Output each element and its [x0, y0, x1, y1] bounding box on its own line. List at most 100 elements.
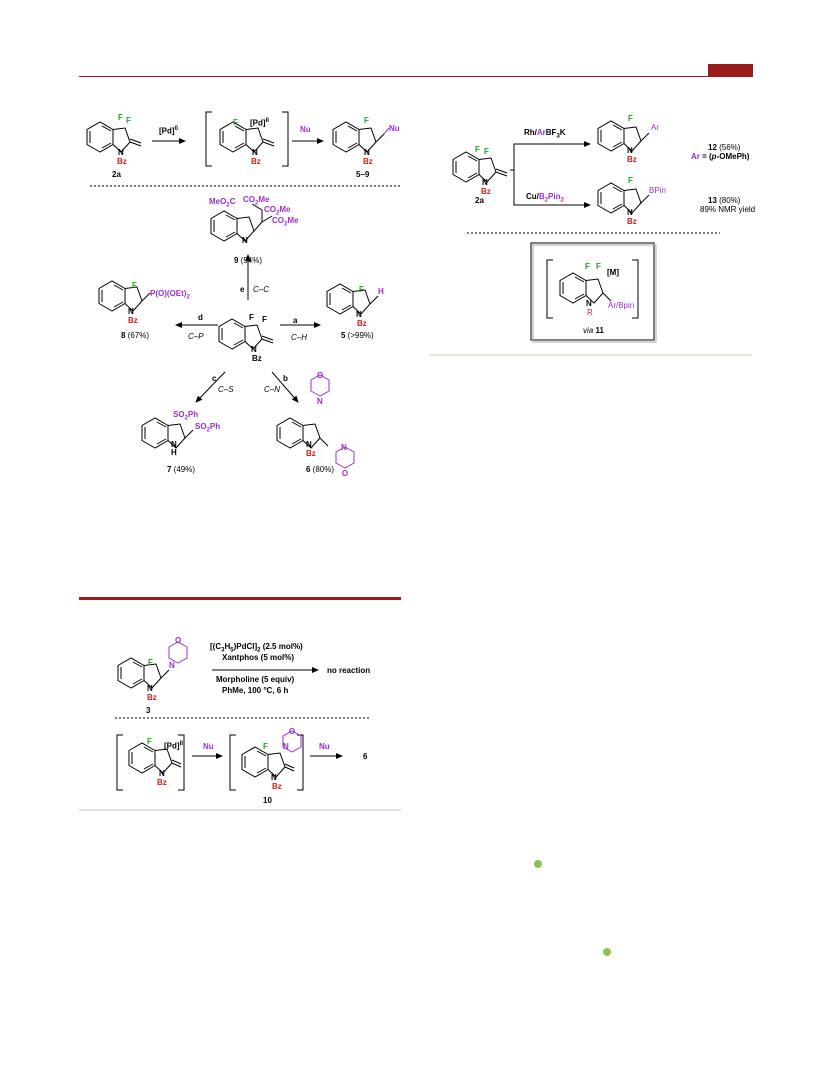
s3-int-pd: [Pd]II — [164, 741, 183, 751]
s4-product-13 — [597, 182, 650, 214]
s2-p6-bz: Bz — [306, 449, 316, 458]
s2-arrow-b-label: b — [283, 374, 288, 383]
s2-product-7 — [141, 417, 194, 449]
s1-n: N — [118, 148, 124, 157]
s1-f2: F — [126, 116, 131, 125]
s1-p-nu: Nu — [389, 124, 400, 133]
s3-cond-3: Morpholine (5 equiv) — [216, 675, 295, 684]
s3-cond-2: Xantphos (5 mol%) — [222, 653, 295, 662]
s2-arrow-b-bond: C–N — [264, 385, 281, 394]
s2-p8-f: F — [132, 281, 137, 290]
s2-p8-group: P(O)(OEt)2 — [150, 289, 190, 301]
s3-cond-4: PhMe, 100 °C, 6 h — [222, 686, 289, 695]
s1-int-bz: Bz — [251, 157, 261, 166]
s3-10-bz: Bz — [272, 782, 282, 791]
s4-11-f2: F — [596, 262, 601, 271]
s3-int-f: F — [147, 737, 152, 746]
s2-p9-co2me-2: CO2Me — [264, 205, 291, 217]
s4-11-m: [M] — [607, 268, 619, 277]
s2-p9-meo2c: MeO2C — [209, 197, 236, 209]
s2-p9-n: N — [242, 236, 248, 245]
s2-p8-bz: Bz — [128, 316, 138, 325]
s4-12-n: N — [627, 146, 633, 155]
s1-product-5-9 — [332, 121, 390, 153]
s3-3-bz: Bz — [147, 693, 157, 702]
s2-center-f2: F — [262, 315, 267, 324]
s1-int-n: N — [252, 148, 258, 157]
s3-10-morph-o: O — [289, 727, 296, 736]
s1-int-f: F — [233, 118, 238, 127]
s2-center-f1: F — [249, 313, 254, 322]
s3-nu2: Nu — [319, 742, 330, 751]
s3-10-n: N — [271, 773, 277, 782]
s2-p5-h: H — [378, 287, 384, 296]
s2-p5-caption: 5 (>99%) — [341, 331, 374, 340]
s3-int-bz: Bz — [157, 778, 167, 787]
s2-arrow-c-bond: C–S — [218, 385, 234, 394]
s2-p5-f: F — [359, 285, 364, 294]
s4-13-n: N — [627, 208, 633, 217]
s2-product-5 — [326, 283, 379, 315]
s4-13-f: F — [628, 176, 633, 185]
s2-product-8 — [98, 280, 151, 312]
s2-p7-n: N — [171, 440, 177, 449]
s1-reagent: [Pd]0 — [159, 126, 178, 136]
s2-arrow-d-bond: C–P — [188, 332, 204, 341]
s2-arrow-a-bond: C–H — [291, 333, 308, 342]
s2-p6-n1: N — [317, 397, 323, 406]
s3-top-rule — [79, 597, 401, 600]
s2-p6-caption: 6 (80%) — [306, 465, 335, 474]
s4-label-2a: 2a — [475, 196, 484, 205]
s2-p9-co2me-3: CO2Me — [272, 216, 299, 228]
s2-product-6 — [276, 374, 355, 469]
header-rule — [79, 76, 753, 77]
s4-13-caption: 13 (80%) — [708, 196, 741, 205]
s4-product-12 — [597, 120, 650, 152]
s2-p6-n2: N — [341, 443, 347, 452]
s3-label-10: 10 — [263, 796, 272, 805]
s4-top-reagent: Rh/ArBF3K — [524, 128, 566, 140]
s1-bracket-left — [205, 111, 289, 167]
s3-nu1: Nu — [203, 742, 214, 751]
s3-label-6: 6 — [363, 752, 368, 761]
s4-arrow-bot — [513, 170, 591, 208]
s2-arrow-b — [271, 371, 299, 403]
s3-substrate-3 — [117, 641, 188, 689]
s3-3-morph-o: O — [175, 636, 182, 645]
s4-11-f1: F — [585, 262, 590, 271]
s3-result: no reaction — [327, 666, 371, 675]
s3-3-morph-n: N — [169, 661, 175, 670]
s1-p-f: F — [364, 116, 369, 125]
s4-12-bz: Bz — [627, 155, 637, 164]
s3-int-n: N — [159, 769, 165, 778]
s2-p7-caption: 7 (49%) — [167, 465, 196, 474]
s2-arrow-a-label: a — [293, 316, 298, 325]
s2-arrow-e-label: e — [240, 285, 245, 294]
s4-12-ar-def: Ar = (p-OMePh) — [691, 152, 750, 161]
s2-product-9 — [210, 203, 273, 242]
s1-5-9: 5–9 — [356, 170, 370, 179]
s4-intermediate-11 — [559, 272, 612, 304]
s2-p8-caption: 8 (67%) — [121, 331, 150, 340]
ref-badge-2 — [603, 948, 611, 956]
s2-p7-so2ph-2: SO2Ph — [195, 422, 221, 434]
s2-p6-n: N — [306, 440, 312, 449]
s2-p9-caption: 9 (94%) — [234, 256, 263, 265]
s1-int-pd: [Pd]II — [250, 118, 269, 128]
s4-13-bpin: BPin — [649, 186, 666, 195]
s2-p7-h: H — [171, 448, 177, 457]
s2-p5-bz: Bz — [357, 319, 367, 328]
s2-arrow-c-label: c — [212, 374, 217, 383]
s3-3-f: F — [148, 658, 153, 667]
s4-11-arbpin: Ar/Bpin — [608, 301, 635, 310]
s2-p6-o2: O — [342, 469, 349, 478]
s2-p5-n: N — [356, 310, 362, 319]
s3-intermediate-10 — [241, 730, 302, 778]
s2-arrow-c — [195, 371, 226, 403]
s1-p-bz: Bz — [363, 157, 373, 166]
s3-label-3: 3 — [146, 706, 151, 715]
s2-center-n: N — [251, 345, 257, 354]
s2-arrow-d-label: d — [198, 313, 203, 322]
s4-2a-f1: F — [475, 145, 480, 154]
s4-2a-f2: F — [484, 147, 489, 156]
